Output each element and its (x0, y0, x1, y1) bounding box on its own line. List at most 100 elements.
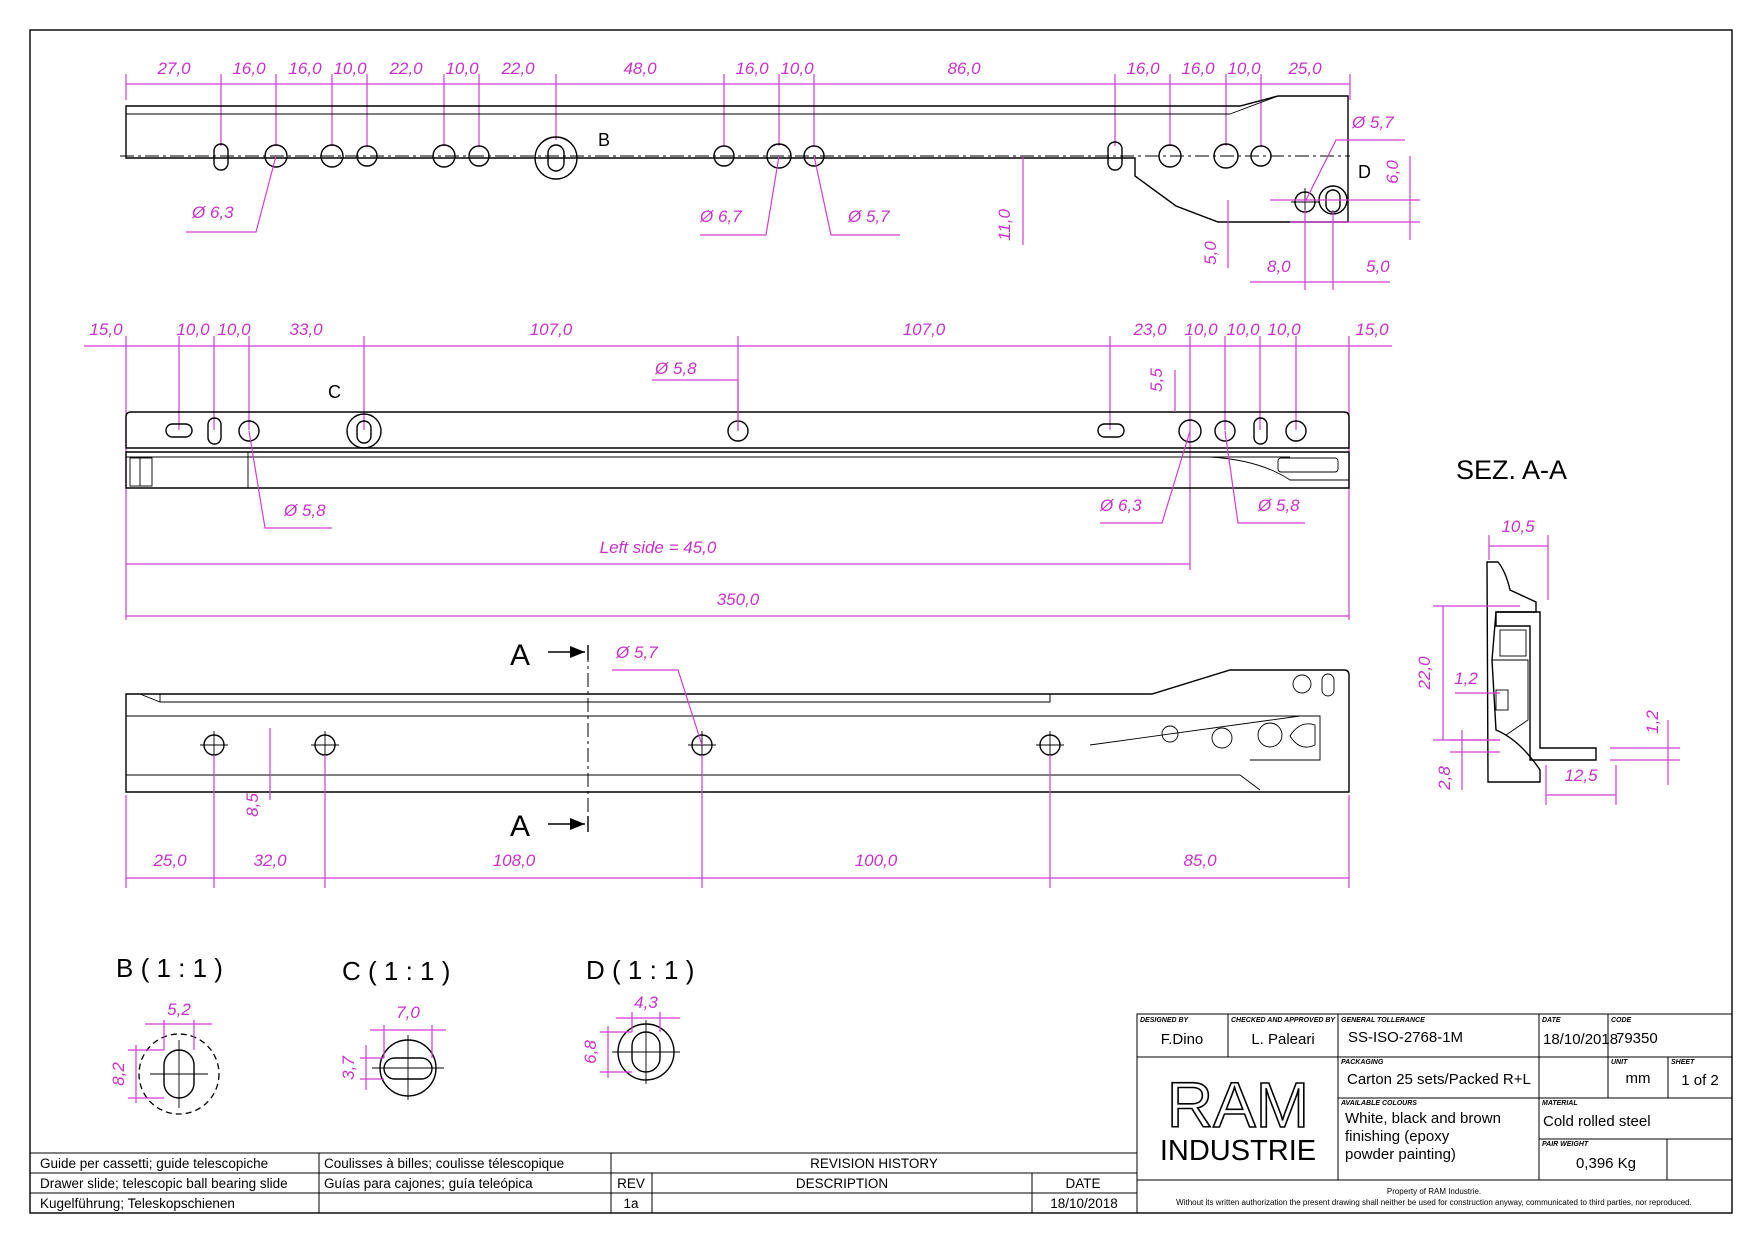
callout-57-leader (813, 155, 900, 236)
section-ball-race (1499, 629, 1527, 657)
date-label: DATE (1542, 1017, 1561, 1024)
packaging-label: PACKAGING (1341, 1059, 1384, 1066)
bottom-extension-lines (125, 755, 1350, 888)
section-a-top: A (510, 639, 530, 672)
callout-58-right-leader (1224, 430, 1305, 524)
title-block: DESIGNED BY F.Dino CHECKED AND APPROVED … (1136, 1013, 1733, 1214)
detail-b-w: 5,2 (167, 1000, 191, 1019)
property-note: Property of RAM Industrie. (1387, 1187, 1481, 1196)
logo-industrie: INDUSTRIE (1160, 1135, 1316, 1167)
top-dim-4: 10,0 (333, 59, 367, 78)
name-es: Guías para cajones; guía teleópica (324, 1176, 533, 1191)
logo-ram: RAM (1167, 1069, 1309, 1141)
tolerance-label: GENERAL TOLLERANCE (1341, 1017, 1425, 1024)
side-dim-3: 10,0 (217, 320, 251, 339)
side-dim-1: 15,0 (89, 320, 123, 339)
detail-c-h: 3,7 (339, 1056, 358, 1080)
callout-67-leader (700, 155, 780, 236)
colours-1: White, black and brown (1345, 1110, 1501, 1127)
callout-63-leader (186, 155, 277, 233)
detail-d-title: D ( 1 : 1 ) (586, 955, 694, 985)
reproduction-notice: Without its written authorization the pr… (1176, 1198, 1692, 1207)
overall-label: 350,0 (717, 590, 760, 609)
side-holes (165, 413, 1307, 449)
unit-label: UNIT (1611, 1059, 1628, 1066)
name-en: Drawer slide; telescopic ball bearing sl… (40, 1176, 288, 1191)
dim-5h: 5,0 (1366, 257, 1390, 276)
top-dim-10: 10,0 (780, 59, 814, 78)
designed-by: F.Dino (1161, 1031, 1204, 1048)
top-dim-3: 16,0 (288, 59, 322, 78)
top-dim-12: 16,0 (1126, 59, 1160, 78)
packaging: Carton 25 sets/Packed R+L (1347, 1071, 1531, 1088)
side-dim-6: 107,0 (903, 320, 946, 339)
top-dim-7: 22,0 (500, 59, 535, 78)
bottom-dim-4: 100,0 (855, 851, 898, 870)
top-rail-outline (125, 95, 1349, 223)
side-dim-10: 10,0 (1267, 320, 1301, 339)
sec-dim-28: 2,8 (1435, 766, 1454, 791)
label-d: D (1358, 162, 1371, 182)
weight: 0,396 Kg (1576, 1155, 1636, 1172)
name-fr: Coulisses à billes; coulisse télescopiqu… (324, 1156, 564, 1171)
revision-row-rev: 1a (623, 1196, 639, 1211)
callout-58-top-leader (652, 379, 739, 431)
side-dim-8: 10,0 (1184, 320, 1218, 339)
side-rail-lower (125, 451, 1350, 489)
callout-57: Ø 5,7 (847, 207, 890, 226)
sheet: 1 of 2 (1681, 1072, 1719, 1089)
date: 18/10/2018 (1543, 1031, 1618, 1048)
detail-c-w: 7,0 (396, 1003, 420, 1022)
top-dim-labels: 27,0 16,0 16,0 10,0 22,0 10,0 22,0 48,0 … (156, 59, 1322, 78)
sec-dim-125: 12,5 (1564, 766, 1598, 785)
callout-63-side: Ø 6,3 (1099, 496, 1142, 515)
section-title: SEZ. A-A (1456, 455, 1567, 485)
sheet-label: SHEET (1671, 1059, 1695, 1066)
name-it: Guide per cassetti; guide telescopiche (40, 1156, 268, 1171)
material: Cold rolled steel (1543, 1113, 1651, 1130)
top-dim-14: 10,0 (1227, 59, 1261, 78)
bottom-dim-labels: 25,0 32,0 108,0 100,0 85,0 (152, 851, 1217, 870)
top-dim-6: 10,0 (445, 59, 479, 78)
code-label: CODE (1611, 1017, 1632, 1024)
detail-d-h: 6,8 (581, 1040, 600, 1064)
top-dim-13: 16,0 (1181, 59, 1215, 78)
section-a-bottom: A (510, 810, 530, 843)
section-aa: SEZ. A-A 10,5 22,0 1,2 1,2 2,8 12,5 (1415, 455, 1680, 805)
colours-3: powder painting) (1345, 1146, 1456, 1163)
sec-dim-12a: 1,2 (1454, 669, 1478, 688)
bottom-hole-centermarks (200, 731, 1064, 759)
callout-57d: Ø 5,7 (1351, 113, 1394, 132)
tolerance: SS-ISO-2768-1M (1348, 1029, 1463, 1046)
names-revision-block: Guide per cassetti; guide telescopiche C… (29, 1152, 1138, 1214)
side-dim-2: 10,0 (176, 320, 210, 339)
detail-c: C ( 1 : 1 ) 7,0 3,7 (339, 956, 450, 1100)
detail-c-title: C ( 1 : 1 ) (342, 956, 450, 986)
label-b: B (598, 130, 610, 150)
callout-58-left: Ø 5,8 (283, 501, 326, 520)
top-dim-11: 86,0 (947, 59, 981, 78)
revision-col-rev: REV (617, 1176, 645, 1191)
bottom-view: A A Ø 5,7 8,5 25,0 32,0 108,0 100,0 85,0 (125, 639, 1350, 888)
side-dim-5: 107,0 (530, 320, 573, 339)
side-dim-4: 33,0 (289, 320, 323, 339)
revision-header: REVISION HISTORY (810, 1156, 938, 1171)
material-label: MATERIAL (1542, 1100, 1578, 1107)
detail-b: B ( 1 : 1 ) 5,2 8,2 (109, 953, 223, 1115)
section-profile-outer (1486, 561, 1541, 783)
top-dim-1: 27,0 (156, 59, 191, 78)
callout-63: Ø 6,3 (191, 203, 234, 222)
side-dim-labels: 15,0 10,0 10,0 33,0 107,0 107,0 23,0 10,… (89, 320, 1389, 339)
colours-label: AVAILABLE COLOURS (1340, 1100, 1417, 1107)
dim-8: 8,0 (1267, 257, 1291, 276)
top-dim-15: 25,0 (1287, 59, 1322, 78)
side-dim-7: 23,0 (1132, 320, 1167, 339)
label-c: C (328, 382, 341, 402)
callout-67: Ø 6,7 (699, 207, 742, 226)
callout-58-right: Ø 5,8 (1257, 496, 1300, 515)
side-dim-11: 15,0 (1355, 320, 1389, 339)
detail-b-h: 8,2 (109, 1062, 128, 1086)
bottom-dim-1: 25,0 (152, 851, 187, 870)
dim-11: 11,0 (995, 209, 1014, 241)
